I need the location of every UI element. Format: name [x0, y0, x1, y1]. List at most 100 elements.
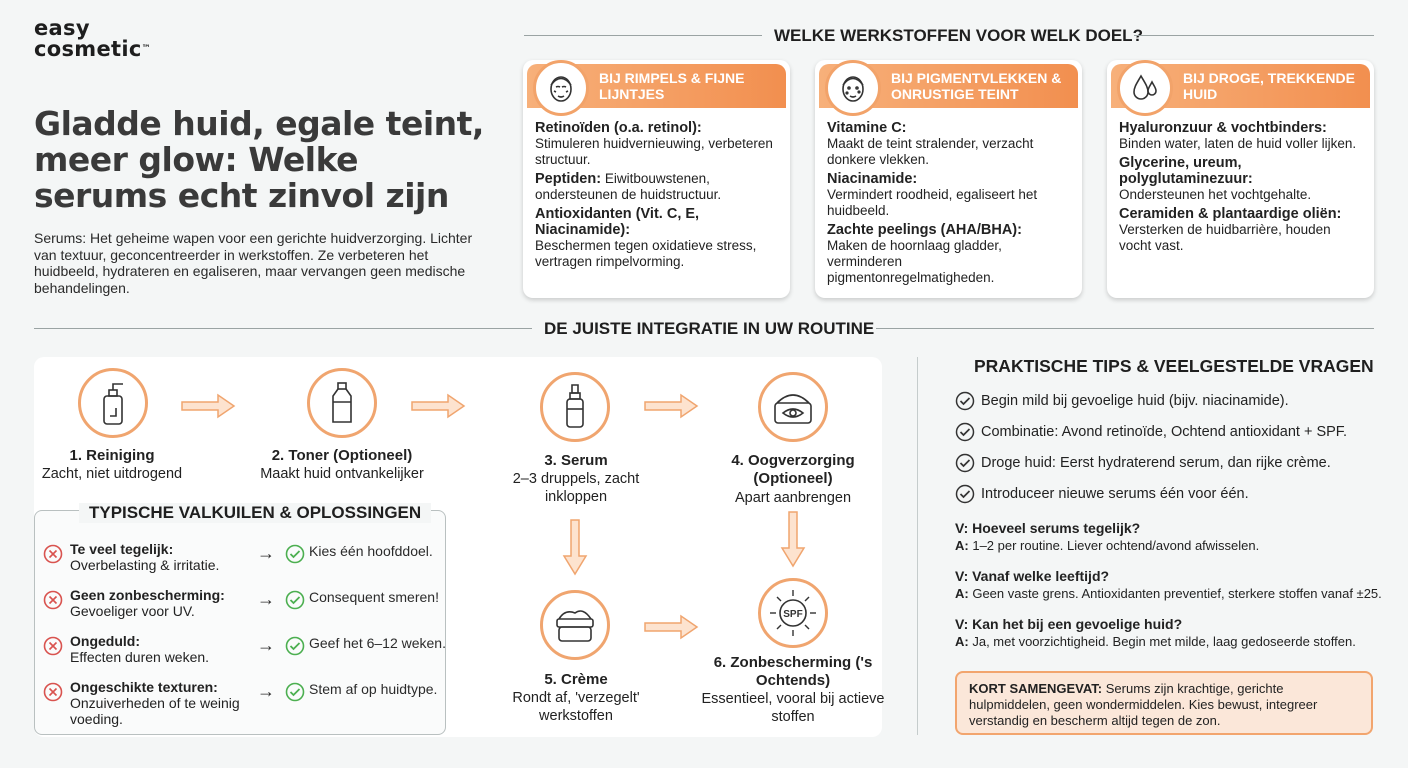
step-title: 3. Serum — [544, 452, 608, 469]
divider — [1134, 35, 1374, 36]
arrow-icon: → — [257, 681, 275, 701]
dropper-bottle-icon — [540, 372, 610, 442]
step-title: 6. Zonbescherming ('s Ochtends) — [713, 654, 873, 689]
cream-jar-icon — [540, 590, 610, 660]
ingredient-desc: Maken de hoornlaag gladder, verminderen … — [827, 238, 1002, 285]
tip-text: Droge huid: Eerst hydraterend serum, dan… — [981, 454, 1331, 471]
summary-box: KORT SAMENGEVAT: Serums zijn krachtige, … — [955, 671, 1373, 735]
ingredient-desc: Maakt de teint stralender, verzacht donk… — [827, 136, 1034, 167]
divider — [524, 35, 762, 36]
ingredient-name: Retinoïden (o.a. retinol): — [535, 120, 702, 136]
check-circle-icon — [955, 453, 975, 473]
pitfall-problem: Ongeduld: — [70, 633, 140, 649]
arrow-right-icon — [411, 393, 466, 419]
pitfall-detail: Effecten duren weken. — [70, 649, 210, 665]
pitfall-detail: Onzuiverheden of te weinig voeding. — [70, 695, 240, 727]
faq-item: V: Hoeveel serums tegelijk? A: 1–2 per r… — [955, 520, 1259, 554]
faq-answer-label: A: — [955, 538, 969, 553]
ingredient-desc: Stimuleren huidvernieuwing, verbeteren s… — [535, 136, 773, 167]
pitfall-row: Te veel tegelijk:Overbelasting & irritat… — [43, 541, 443, 585]
arrow-right-icon — [644, 393, 699, 419]
brand-line1: easy — [34, 16, 90, 40]
routine-heading: DE JUISTE INTEGRATIE IN UW ROUTINE — [544, 319, 875, 338]
ingredient-name: Peptiden: — [535, 171, 602, 187]
arrow-icon: → — [257, 543, 275, 563]
ingredient-name: Vitamine C: — [827, 120, 907, 136]
ingredient-desc: Binden water, laten de huid voller lijke… — [1119, 136, 1357, 151]
arrow-icon: → — [257, 635, 275, 655]
toner-bottle-icon — [307, 368, 377, 438]
ingredient-name: Glycerine, ureum, polyglutaminezuur: — [1119, 155, 1253, 187]
faq-item: V: Vanaf welke leeftijd? A: Geen vaste g… — [955, 568, 1382, 602]
face-wrinkles-icon — [533, 60, 589, 116]
step-title: 4. Oogverzorging (Optioneel) — [731, 452, 855, 487]
step-title: 2. Toner (Optioneel) — [271, 447, 413, 464]
pitfall-problem: Te veel tegelijk: — [70, 541, 174, 557]
check-circle-icon — [955, 422, 975, 442]
cross-icon — [43, 544, 63, 564]
faq-answer: 1–2 per routine. Liever ochtend/avond af… — [972, 538, 1260, 553]
pitfalls-panel: TYPISCHE VALKUILEN & OPLOSSINGEN Te veel… — [34, 503, 446, 735]
cross-icon — [43, 682, 63, 702]
card-title: BIJ RIMPELS & FIJNE LIJNTJES — [599, 70, 745, 102]
spf-label: SPF — [783, 609, 802, 620]
step-desc: 2–3 druppels, zacht inkloppen — [512, 471, 640, 505]
brand-line2: cosmetic — [34, 37, 142, 61]
tips-heading: PRAKTISCHE TIPS & VEELGESTELDE VRAGEN — [974, 356, 1374, 376]
faq-answer-label: A: — [955, 586, 969, 601]
divider — [917, 357, 918, 735]
tip-item: Combinatie: Avond retinoïde, Ochtend ant… — [955, 422, 1347, 442]
pitfall-row: Ongeduld:Effecten duren weken. → Geef he… — [43, 633, 446, 677]
tip-item: Droge huid: Eerst hydraterend serum, dan… — [955, 453, 1331, 473]
face-spots-icon — [825, 60, 881, 116]
pitfall-row: Geen zonbescherming:Gevoeliger voor UV. … — [43, 587, 443, 631]
eye-cream-jar-icon — [758, 372, 828, 442]
faq-answer-label: A: — [955, 634, 969, 649]
faq-question: V: Vanaf welke leeftijd? — [955, 568, 1110, 584]
arrow-right-icon — [644, 614, 699, 640]
pitfall-solution: Stem af op huidtype. — [309, 681, 438, 697]
arrow-icon: → — [257, 589, 275, 609]
step-desc: Essentieel, vooral bij actieve stoffen — [701, 691, 885, 725]
card-title: BIJ PIGMENTVLEKKEN & ONRUSTIGE TEINT — [891, 70, 1062, 102]
step-desc: Apart aanbrengen — [734, 490, 852, 506]
arrow-right-icon — [181, 393, 236, 419]
faq-item: V: Kan het bij een gevoelige huid? A: Ja… — [955, 616, 1356, 650]
ingredient-desc: Ondersteunen het vochtgehalte. — [1119, 187, 1312, 202]
tip-item: Begin mild bij gevoelige huid (bijv. nia… — [955, 391, 1289, 411]
pitfall-detail: Gevoeliger voor UV. — [70, 603, 195, 619]
ingredient-name: Zachte peelings (AHA/BHA): — [827, 222, 1022, 238]
check-icon — [285, 682, 305, 702]
ingredient-desc: Versterken de huidbarrière, houden vocht… — [1119, 222, 1331, 253]
check-circle-icon — [955, 484, 975, 504]
ingredient-name: Ceramiden & plantaardige oliën: — [1119, 206, 1342, 222]
page-title: Gladde huid, egale teint, meer glow: Wel… — [34, 104, 484, 215]
intro-text: Serums: Het geheime wapen voor een geric… — [34, 230, 473, 296]
water-drops-icon — [1117, 60, 1173, 116]
pitfall-detail: Overbelasting & irritatie. — [70, 557, 220, 573]
pitfall-solution: Geef het 6–12 weken. — [309, 635, 446, 651]
pitfall-problem: Ongeschikte texturen: — [70, 679, 218, 695]
arrow-down-icon — [562, 519, 588, 576]
brand-tm: ™ — [141, 44, 151, 54]
pitfall-solution: Consequent smeren! — [309, 589, 439, 605]
step-desc: Zacht, niet uitdrogend — [41, 466, 183, 482]
card-title: BIJ DROGE, TREKKENDE HUID — [1183, 70, 1355, 102]
ingredient-name: Antioxidanten (Vit. C, E, Niacinamide): — [535, 206, 700, 238]
brand-logo: easy cosmetic™ — [34, 18, 151, 60]
step-title: 5. Crème — [544, 671, 608, 688]
pump-bottle-icon — [78, 368, 148, 438]
faq-question: V: Kan het bij een gevoelige huid? — [955, 616, 1183, 632]
ingredient-desc: Eiwitbouwstenen, ondersteunen de huidstr… — [535, 171, 722, 202]
ingredient-desc: Beschermen tegen oxidatieve stress, vert… — [535, 238, 757, 269]
pitfalls-heading: TYPISCHE VALKUILEN & OPLOSSINGEN — [79, 503, 432, 523]
tip-text: Begin mild bij gevoelige huid (bijv. nia… — [981, 392, 1289, 409]
card-header: BIJ PIGMENTVLEKKEN & ONRUSTIGE TEINT — [819, 60, 1078, 116]
tip-text: Combinatie: Avond retinoïde, Ochtend ant… — [981, 423, 1348, 440]
spf-sun-icon: SPF — [758, 578, 828, 648]
werkstoffen-heading: WELKE WERKSTOFFEN VOOR WELK DOEL? — [774, 26, 1143, 45]
card-header: BIJ DROGE, TREKKENDE HUID — [1111, 60, 1370, 116]
check-icon — [285, 636, 305, 656]
arrow-down-icon — [780, 511, 806, 568]
pitfall-solution: Kies één hoofddoel. — [309, 543, 433, 559]
